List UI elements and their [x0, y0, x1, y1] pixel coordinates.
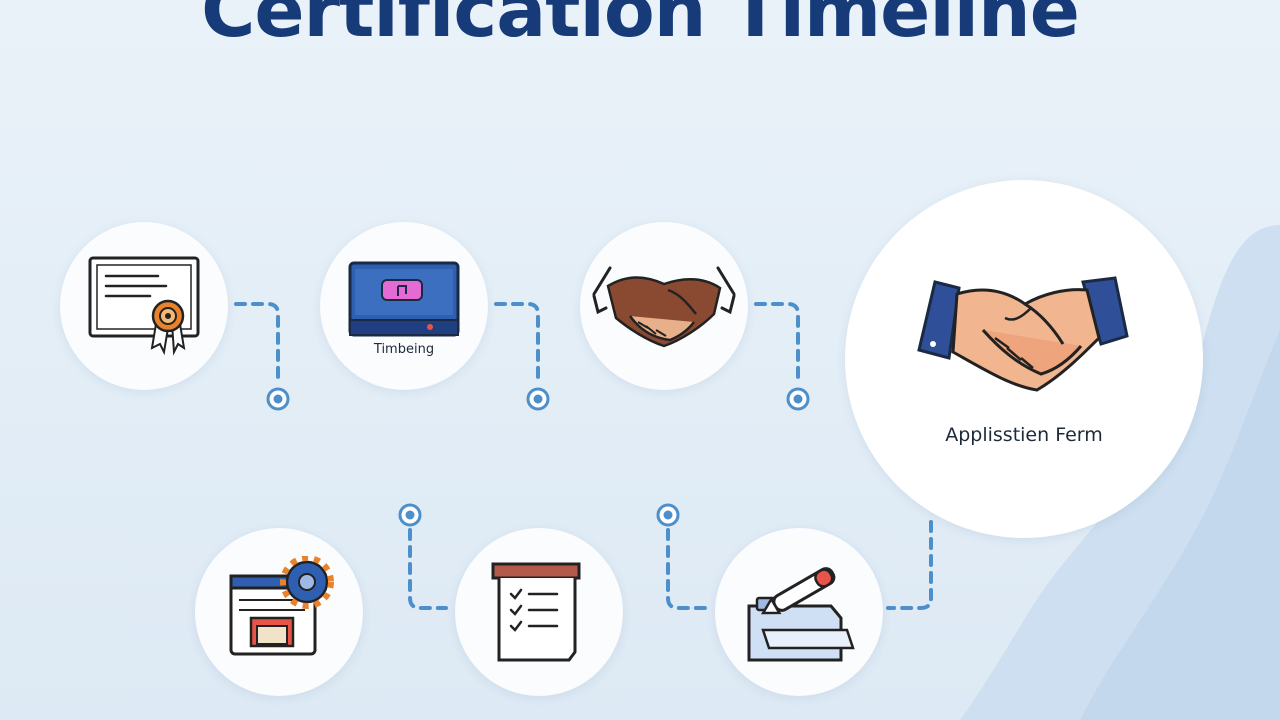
- connector-5: [666, 528, 710, 610]
- connector-2: [494, 302, 540, 386]
- timeline-dot: [786, 387, 810, 411]
- certificate-icon: [88, 256, 200, 356]
- step-label: Timbeing: [373, 342, 435, 357]
- step-printer-pen: [715, 528, 883, 696]
- handshake-icon: [917, 276, 1129, 392]
- checklist-icon: [491, 562, 581, 662]
- timeline-dot: [398, 503, 422, 527]
- handshake-icon: [592, 266, 736, 348]
- connector-4: [408, 528, 448, 610]
- connector-3: [754, 302, 800, 386]
- step-application-form: Applisstien Ferm: [845, 180, 1203, 538]
- connector-6: [886, 520, 933, 610]
- printer-pen-icon: [747, 567, 855, 662]
- step-timbeing: Timbeing: [320, 222, 488, 390]
- step-certificate: [60, 222, 228, 390]
- step-handshake: [580, 222, 748, 390]
- timeline-dot: [266, 387, 290, 411]
- laptop-icon: [348, 261, 460, 337]
- connector-1: [234, 302, 280, 386]
- step-checklist: [455, 528, 623, 696]
- timeline-dot: [526, 387, 550, 411]
- browser-gear-icon: [229, 556, 334, 656]
- timeline-dot: [656, 503, 680, 527]
- step-label: Applisstien Ferm: [945, 424, 1103, 446]
- timeline-dots: [266, 387, 810, 527]
- page-title: Certification Timeline: [201, 0, 1080, 54]
- step-browser-gear: [195, 528, 363, 696]
